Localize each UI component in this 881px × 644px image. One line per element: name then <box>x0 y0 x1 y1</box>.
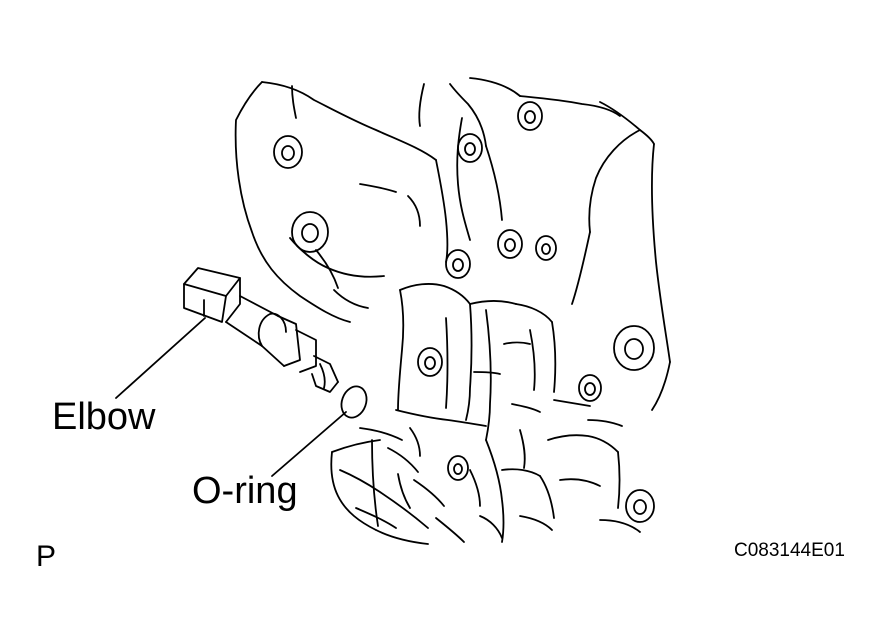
elbow-fitting <box>184 268 338 392</box>
oring-leader-line <box>272 412 346 476</box>
bolt-bosses <box>274 102 654 522</box>
elbow-label: Elbow <box>52 396 156 438</box>
transmission-case <box>236 78 670 544</box>
o-ring <box>337 383 370 421</box>
o-ring-label: O-ring <box>192 470 298 512</box>
figure-code: C083144E01 <box>734 540 845 561</box>
view-letter: P <box>36 540 57 573</box>
elbow-leader-line <box>116 318 205 398</box>
